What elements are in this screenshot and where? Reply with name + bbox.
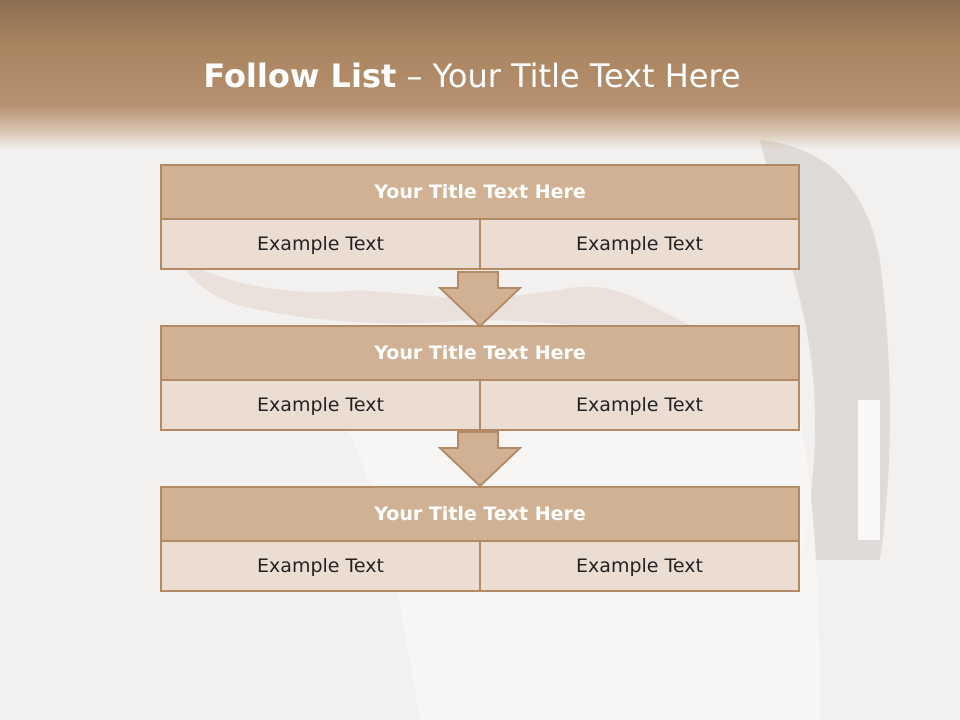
slide-title-bold: Follow List: [203, 57, 397, 95]
step-row: Example Text Example Text: [160, 381, 800, 431]
down-arrow-icon: [437, 271, 523, 328]
down-arrow-icon: [437, 431, 523, 488]
step-cell-left: Example Text: [257, 555, 384, 577]
step-title: Your Title Text Here: [160, 486, 800, 542]
step-cell-right: Example Text: [479, 381, 798, 429]
step-cell-right: Example Text: [479, 220, 798, 268]
header-band: [0, 0, 960, 150]
step-block-3: Your Title Text Here Example Text Exampl…: [160, 486, 800, 592]
step-cell-left: Example Text: [257, 233, 384, 255]
step-block-1: Your Title Text Here Example Text Exampl…: [160, 164, 800, 270]
step-block-2: Your Title Text Here Example Text Exampl…: [160, 325, 800, 431]
step-row: Example Text Example Text: [160, 542, 800, 592]
slide-title: Follow List – Your Title Text Here: [0, 56, 944, 96]
step-cell-right: Example Text: [479, 542, 798, 590]
step-title: Your Title Text Here: [160, 164, 800, 220]
step-title: Your Title Text Here: [160, 325, 800, 381]
slide-title-rest: – Your Title Text Here: [406, 57, 741, 95]
step-row: Example Text Example Text: [160, 220, 800, 270]
step-cell-left: Example Text: [257, 394, 384, 416]
